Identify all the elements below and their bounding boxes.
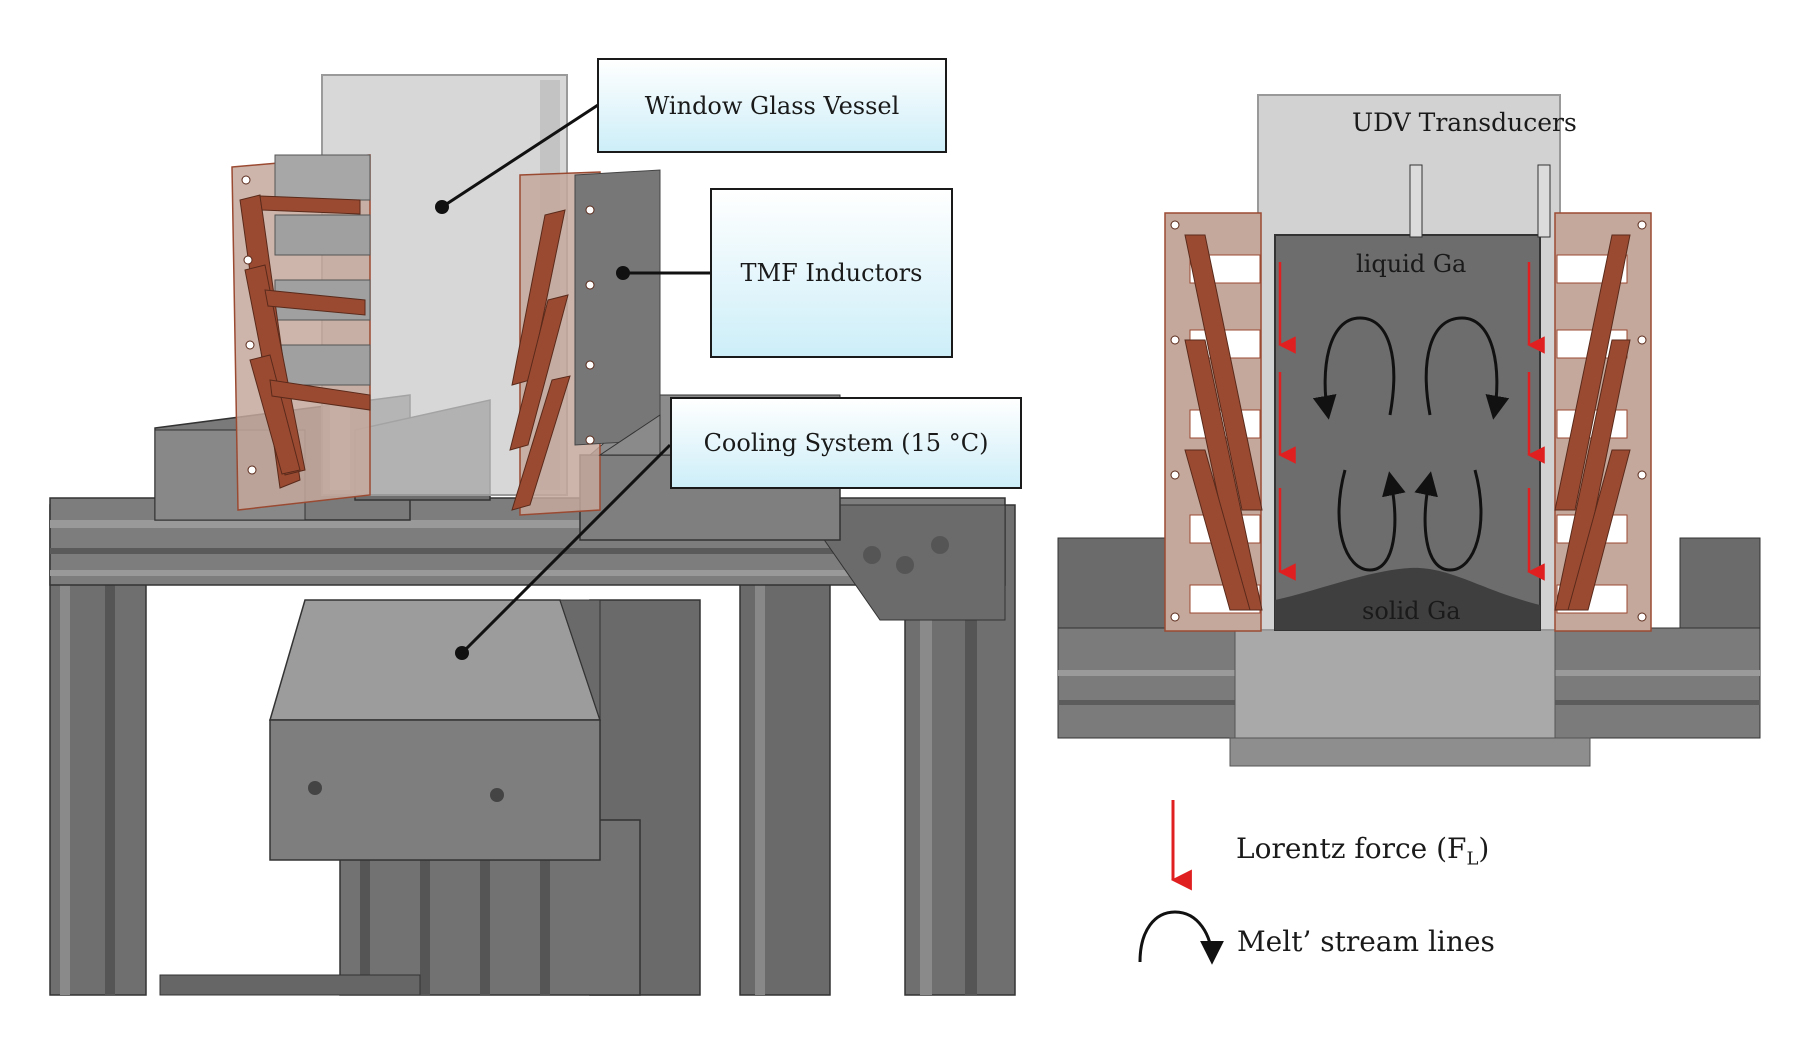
lorentz-force-arrows (1278, 262, 1545, 581)
cooling-system-callout: Cooling System (15 °C) (670, 397, 1022, 489)
legend-stream-text: Melt’ stream lines (1237, 925, 1495, 958)
liquid-ga-label: liquid Ga (1356, 250, 1467, 278)
stream-lines (1312, 316, 1510, 572)
legend (1138, 800, 1224, 965)
legend-stream-arrow (1138, 910, 1224, 965)
leader-lines (435, 103, 710, 660)
cooling-block (269, 599, 602, 861)
apparatus-render (49, 74, 1016, 996)
left-inductor (231, 154, 371, 511)
legend-force-subscript: L (1466, 848, 1479, 870)
legend-force-close: ) (1478, 832, 1490, 865)
solid-ga-label: solid Ga (1362, 597, 1461, 625)
window-glass-vessel-label: Window Glass Vessel (644, 91, 900, 120)
window-glass-vessel-callout: Window Glass Vessel (597, 58, 947, 153)
tmf-inductors-callout: TMF Inductors (710, 188, 953, 358)
cooling-system-label: Cooling System (15 °C) (703, 429, 989, 457)
right-inductor (509, 169, 661, 516)
udv-transducers-label: UDV Transducers (1352, 108, 1577, 137)
schematic (1057, 94, 1761, 767)
legend-force-text: Lorentz force (FL) (1236, 832, 1489, 870)
legend-force-main: Lorentz force (F (1236, 832, 1467, 865)
tmf-inductors-label: TMF Inductors (740, 259, 923, 287)
